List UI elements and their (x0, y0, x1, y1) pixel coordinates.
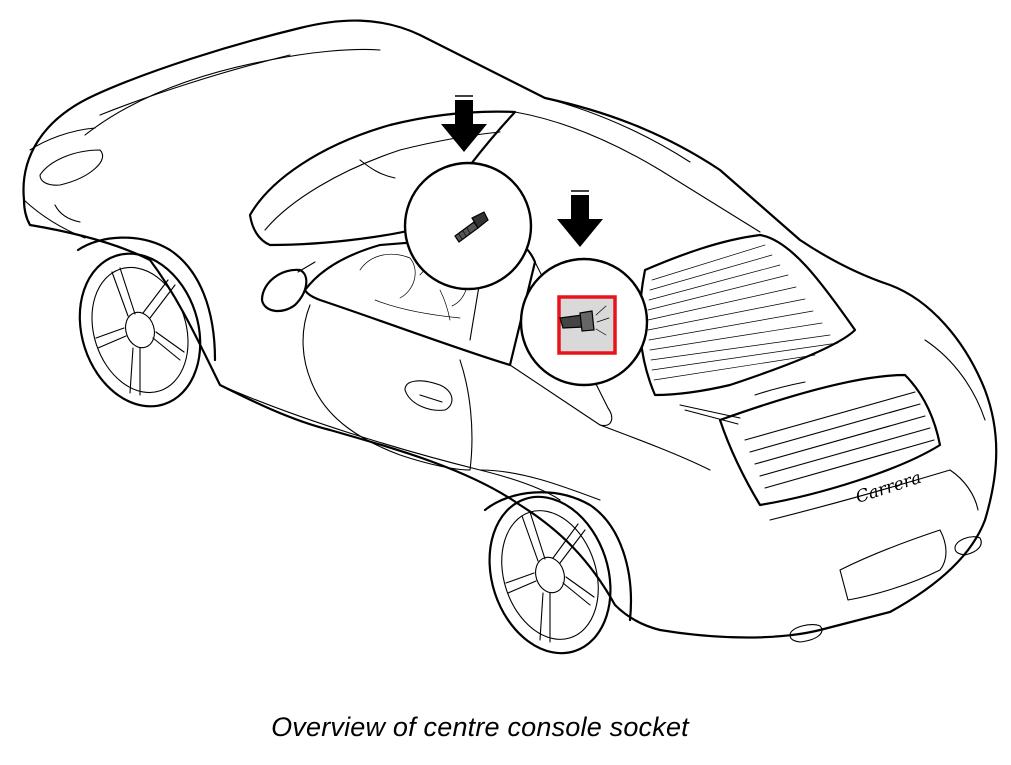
detail-circle-socket (519, 257, 649, 387)
down-arrow-icon (441, 95, 487, 152)
bolt-icon (454, 211, 489, 243)
grille-slats (744, 391, 935, 489)
car-body (22, 19, 998, 643)
front-wheel (78, 252, 202, 408)
rear-window-lines (647, 244, 839, 381)
detail-circle-bolt (403, 161, 533, 291)
rear-wheel (488, 495, 612, 655)
socket-icon (559, 305, 610, 336)
car-line-drawing: Carrera (22, 19, 998, 655)
figure-caption: Overview of centre console socket (271, 712, 689, 742)
carrera-badge: Carrera (853, 468, 924, 508)
down-arrow-icon (557, 190, 603, 247)
